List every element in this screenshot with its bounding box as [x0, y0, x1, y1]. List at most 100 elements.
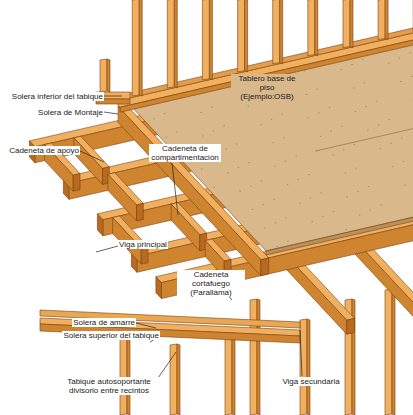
- osb-texture: [403, 161, 405, 162]
- stud: [250, 299, 257, 415]
- osb-texture: [248, 105, 250, 106]
- beam-end: [261, 258, 269, 276]
- beam-end: [347, 318, 355, 334]
- osb-texture: [376, 101, 378, 102]
- osb-texture: [297, 179, 299, 180]
- stud: [120, 329, 127, 415]
- stud-side: [174, 0, 177, 88]
- osb-texture: [335, 234, 337, 235]
- part-label: Cadeneta de apoyo: [8, 146, 80, 155]
- leader-line: [96, 246, 118, 252]
- stud-side: [280, 0, 283, 64]
- leader-line: [104, 112, 118, 114]
- osb-texture: [378, 124, 380, 125]
- leader-line: [136, 323, 156, 328]
- stud-side: [307, 319, 310, 415]
- beam-end: [73, 174, 80, 192]
- osb-texture: [316, 89, 318, 90]
- osb-texture: [346, 196, 348, 197]
- osb-texture: [345, 173, 347, 174]
- stud: [238, 0, 245, 72]
- osb-texture: [273, 199, 275, 200]
- part-label: Viga principal: [118, 240, 168, 249]
- osb-texture: [248, 162, 250, 163]
- osb-texture: [370, 210, 372, 211]
- osb-texture: [287, 184, 289, 185]
- osb-texture: [322, 216, 324, 217]
- plate-top: [40, 310, 300, 328]
- osb-texture: [400, 81, 402, 82]
- stud: [132, 0, 139, 96]
- osb-texture: [281, 114, 283, 115]
- part-label: Cadeneta de compartimentación: [149, 144, 221, 162]
- osb-texture: [341, 69, 343, 70]
- osb-texture: [264, 227, 266, 228]
- osb-texture: [286, 217, 288, 218]
- stud: [385, 289, 392, 415]
- osb-texture: [331, 131, 333, 132]
- osb-texture: [223, 125, 225, 126]
- stud: [343, 0, 350, 48]
- stud-side: [232, 329, 235, 415]
- osb-texture: [261, 180, 263, 181]
- osb-texture: [354, 144, 356, 145]
- osb-texture: [165, 137, 167, 138]
- osb-texture: [211, 107, 213, 108]
- osb-texture: [353, 87, 355, 88]
- beam-end: [137, 203, 144, 221]
- osb-texture: [273, 142, 275, 143]
- osb-texture: [355, 111, 357, 112]
- osb-texture: [213, 130, 215, 131]
- osb-texture: [304, 70, 306, 71]
- osb-texture: [312, 221, 314, 222]
- osb-texture: [341, 126, 343, 127]
- osb-texture: [262, 204, 264, 205]
- osb-texture: [250, 186, 252, 187]
- osb-texture: [296, 156, 298, 157]
- osb-seam: [315, 111, 413, 151]
- part-label: Tabique autosoportante divisorio entre r…: [59, 377, 159, 395]
- osb-texture: [359, 215, 361, 216]
- stud: [300, 319, 307, 415]
- stud-side: [107, 59, 110, 92]
- part-label: Cadeneta cortafuego (Parallama): [177, 270, 245, 297]
- stud-side: [392, 289, 395, 415]
- osb-texture: [401, 138, 403, 139]
- stud: [170, 344, 177, 415]
- osb-texture: [364, 82, 366, 83]
- osb-texture: [227, 172, 229, 173]
- osb-texture: [367, 129, 369, 130]
- osb-texture: [252, 209, 254, 210]
- leader-line: [158, 352, 176, 378]
- beam-end: [97, 214, 103, 236]
- beam-side: [108, 174, 137, 221]
- osb-texture: [239, 191, 241, 192]
- osb-texture: [307, 117, 309, 118]
- osb-texture: [202, 135, 204, 136]
- osb-texture: [271, 119, 273, 120]
- osb-texture: [306, 94, 308, 95]
- beam-end: [141, 247, 148, 265]
- osb-texture: [404, 185, 406, 186]
- osb-texture: [409, 52, 411, 53]
- osb-texture: [320, 192, 322, 193]
- part-label: Solera inferior del tabique: [11, 92, 104, 101]
- osb-texture: [238, 167, 240, 168]
- osb-texture: [332, 154, 334, 155]
- osb-texture: [388, 63, 390, 64]
- beam-side: [171, 204, 200, 251]
- mounting-plate: [115, 27, 413, 101]
- osb-texture: [287, 241, 289, 242]
- leader-line: [80, 151, 104, 162]
- beam-end: [156, 277, 162, 299]
- stud: [167, 0, 174, 88]
- osb-texture: [362, 59, 364, 60]
- part-label: Solera de amarre: [72, 318, 136, 327]
- stud: [100, 59, 107, 92]
- osb-texture: [329, 107, 331, 108]
- stud-side: [350, 0, 353, 48]
- osb-texture: [357, 191, 359, 192]
- stud-side: [257, 299, 260, 415]
